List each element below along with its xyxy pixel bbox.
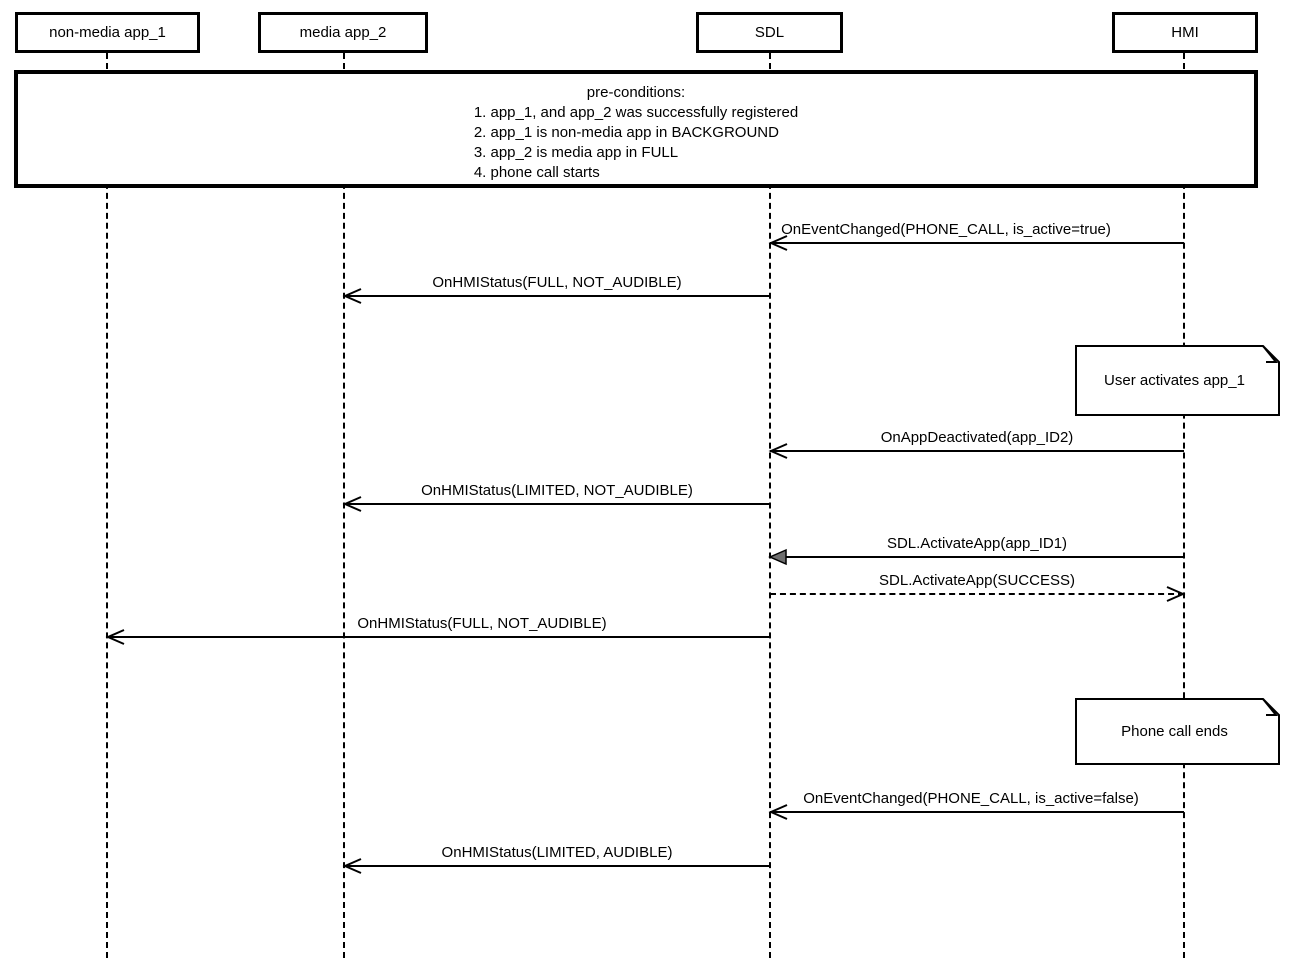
lifeline-app1 — [106, 53, 108, 958]
arrowhead-open-icon — [768, 803, 788, 826]
message-line — [344, 865, 770, 867]
message-label: OnHMIStatus(LIMITED, AUDIBLE) — [441, 844, 673, 861]
message-line — [770, 811, 1184, 813]
note-shape-icon — [1075, 698, 1280, 765]
precondition-item: 1. app_1, and app_2 was successfully reg… — [473, 104, 799, 121]
note: Phone call ends — [1075, 698, 1280, 765]
arrowhead-open-icon — [342, 287, 362, 310]
arrowhead-open-icon — [1166, 585, 1186, 608]
arrowhead-open-icon — [342, 495, 362, 518]
participant-box-app2: media app_2 — [258, 12, 428, 53]
message-line — [770, 556, 1184, 558]
message-line — [770, 593, 1184, 595]
preconditions-title: pre-conditions: — [586, 84, 686, 101]
participant-label: SDL — [754, 24, 785, 41]
message-label: SDL.ActivateApp(SUCCESS) — [879, 572, 1075, 589]
preconditions-box: pre-conditions: 1. app_1, and app_2 was … — [14, 70, 1258, 188]
participant-box-sdl: SDL — [696, 12, 843, 53]
lifeline-app2 — [343, 53, 345, 958]
message-line — [770, 450, 1184, 452]
message-line — [344, 295, 770, 297]
participant-box-app1: non-media app_1 — [15, 12, 200, 53]
message-line — [107, 636, 770, 638]
preconditions-list: 1. app_1, and app_2 was successfully reg… — [474, 103, 798, 183]
arrowhead-filled-icon — [768, 548, 788, 571]
participant-box-hmi: HMI — [1112, 12, 1258, 53]
message-line — [344, 503, 770, 505]
message-label: OnAppDeactivated(app_ID2) — [880, 429, 1074, 446]
message-label: OnHMIStatus(LIMITED, NOT_AUDIBLE) — [421, 482, 693, 499]
arrowhead-open-icon — [768, 234, 788, 257]
lifeline-hmi — [1183, 53, 1185, 958]
precondition-item: 2. app_1 is non-media app in BACKGROUND — [473, 124, 779, 141]
note-text: User activates app_1 — [1104, 372, 1245, 389]
lifeline-sdl — [769, 53, 771, 958]
arrowhead-open-icon — [342, 857, 362, 880]
arrowhead-open-icon — [105, 628, 125, 651]
note: User activates app_1 — [1075, 345, 1280, 416]
precondition-item: 3. app_2 is media app in FULL — [473, 144, 679, 161]
message-label: OnHMIStatus(FULL, NOT_AUDIBLE) — [357, 615, 607, 632]
participant-label: non-media app_1 — [49, 24, 166, 41]
message-label: SDL.ActivateApp(app_ID1) — [886, 535, 1068, 552]
participant-label: media app_2 — [299, 24, 387, 41]
message-label: OnEventChanged(PHONE_CALL, is_active=tru… — [781, 221, 1111, 238]
participant-label: HMI — [1171, 24, 1199, 41]
note-shape-icon — [1075, 345, 1280, 416]
note-text: Phone call ends — [1121, 723, 1228, 740]
message-line — [770, 242, 1184, 244]
message-label: OnHMIStatus(FULL, NOT_AUDIBLE) — [432, 274, 682, 291]
arrowhead-open-icon — [768, 442, 788, 465]
precondition-item: 4. phone call starts — [473, 164, 600, 181]
message-label: OnEventChanged(PHONE_CALL, is_active=fal… — [803, 790, 1139, 807]
